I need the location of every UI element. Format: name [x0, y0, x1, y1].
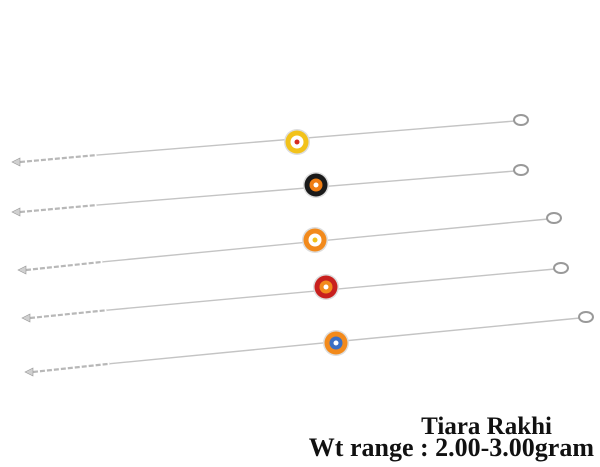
bracelet-3 — [17, 212, 562, 275]
lobster-clasp-icon — [553, 262, 569, 274]
lobster-clasp-icon — [513, 114, 529, 126]
weight-range: Wt range : 2.00-3.00gram — [308, 433, 594, 462]
extender-chain — [25, 260, 104, 272]
extender-chain — [32, 362, 111, 374]
charm-accent — [333, 340, 339, 346]
bracelet-2 — [11, 164, 529, 217]
charm-accent — [312, 237, 318, 243]
product-title: Tiara Rakhi — [421, 413, 552, 440]
charm-accent — [323, 284, 329, 290]
charm-accent — [294, 139, 300, 145]
extender-chain — [29, 309, 108, 320]
tag-icon — [21, 313, 31, 323]
charm-accent — [313, 182, 319, 188]
lobster-clasp-icon — [546, 212, 562, 224]
lobster-clasp-icon — [513, 164, 529, 176]
extender-chain — [19, 203, 98, 214]
bracelet-4 — [21, 262, 569, 323]
lobster-clasp-icon — [578, 311, 594, 323]
tag-icon — [24, 367, 34, 377]
bracelet-5 — [24, 311, 594, 377]
tag-icon — [11, 207, 21, 217]
tag-icon — [11, 157, 21, 167]
bracelet-1 — [11, 114, 529, 167]
extender-chain — [19, 153, 98, 164]
tag-icon — [17, 265, 27, 275]
